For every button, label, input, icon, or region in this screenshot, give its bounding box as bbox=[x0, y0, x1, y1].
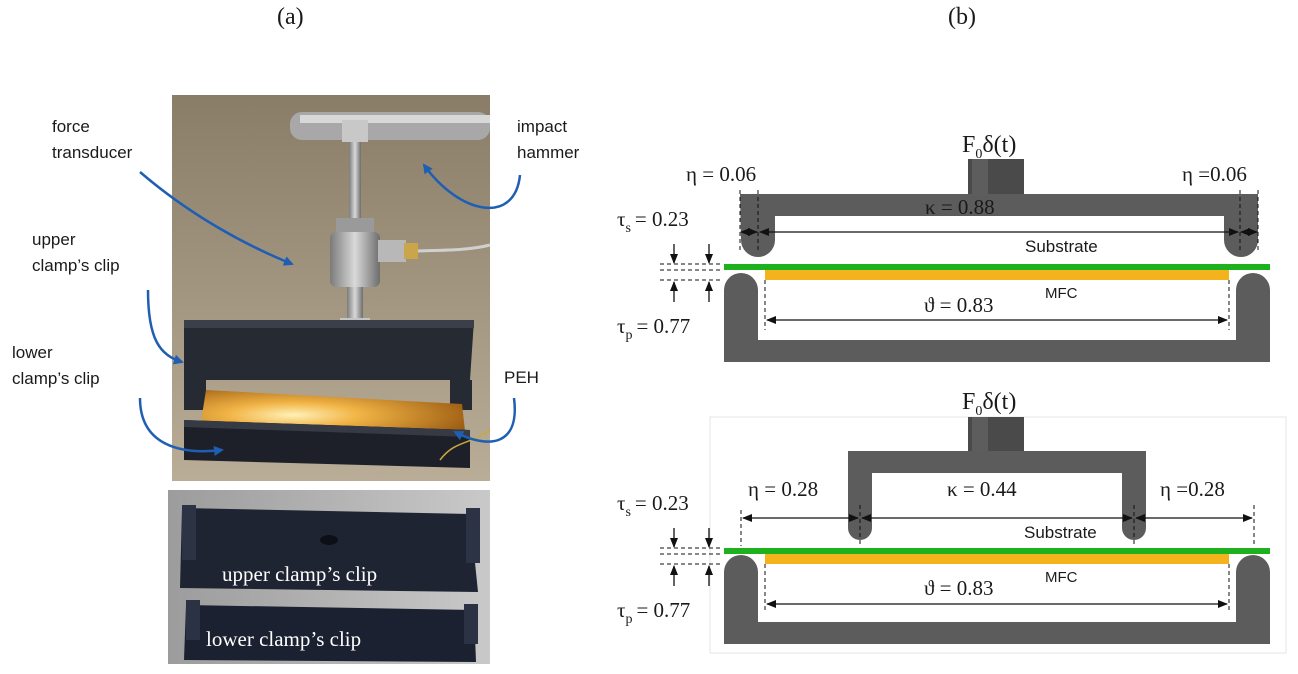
panel-a-label: (a) bbox=[277, 4, 304, 30]
tau-s-bottom: τs= 0.23 bbox=[617, 491, 689, 520]
schematic-bottom: F0δ(t) η = 0.28 η =0.28 κ = 0.44 Substra… bbox=[617, 389, 1287, 654]
mfc-layer-bottom bbox=[765, 554, 1229, 564]
upper-clip-photo bbox=[184, 320, 474, 380]
lower-clamp-bottom bbox=[724, 555, 1270, 644]
eta-left-top: η = 0.06 bbox=[686, 162, 756, 186]
kappa-label-bottom: κ = 0.44 bbox=[947, 477, 1017, 501]
tau-p-bottom: τp= 0.77 bbox=[617, 598, 690, 627]
substrate-layer-top bbox=[724, 264, 1270, 270]
caption-lower-clip: lower clamp’s clip bbox=[206, 627, 361, 651]
lower-clamp-top bbox=[724, 273, 1270, 362]
caption-upper-clip: upper clamp’s clip bbox=[222, 562, 377, 586]
theta-label-top: ϑ = 0.83 bbox=[924, 293, 994, 317]
mfc-layer-top bbox=[765, 270, 1229, 280]
label-impact: impact bbox=[517, 117, 567, 136]
tau-s-top: τs= 0.23 bbox=[617, 207, 689, 236]
label-lower: lower bbox=[12, 343, 53, 362]
photo-clips: upper clamp’s clip lower clamp’s clip bbox=[168, 490, 490, 664]
substrate-label-top: Substrate bbox=[1025, 237, 1098, 256]
substrate-layer-bottom bbox=[724, 548, 1270, 554]
panel-b-label: (b) bbox=[948, 4, 976, 30]
mfc-label-top: MFC bbox=[1045, 285, 1078, 302]
eta-right-top: η =0.06 bbox=[1182, 162, 1247, 186]
mfc-label-bottom: MFC bbox=[1045, 569, 1078, 586]
arrow-peh bbox=[453, 397, 517, 443]
upper-clamp-bottom bbox=[848, 451, 1146, 540]
label-transducer: transducer bbox=[52, 143, 133, 162]
label-lower-clip: clamp’s clip bbox=[12, 369, 100, 388]
label-force: force bbox=[52, 117, 90, 136]
substrate-label-bottom: Substrate bbox=[1024, 523, 1097, 542]
arrow-impact-hammer bbox=[422, 163, 522, 210]
label-upper-clip: clamp’s clip bbox=[32, 256, 120, 275]
theta-label-bottom: ϑ = 0.83 bbox=[924, 576, 994, 600]
kappa-label-top: κ = 0.88 bbox=[925, 195, 995, 219]
lower-clip-part bbox=[184, 605, 476, 662]
force-transducer bbox=[330, 232, 380, 287]
force-label-top: F0δ(t) bbox=[962, 132, 1016, 162]
eta-left-bottom: η = 0.28 bbox=[748, 477, 818, 501]
arrow-force-transducer bbox=[139, 171, 294, 266]
arrow-lower-clip bbox=[138, 397, 224, 456]
label-upper: upper bbox=[32, 230, 76, 249]
upper-clamp-top bbox=[740, 194, 1258, 257]
eta-right-bottom: η =0.28 bbox=[1160, 477, 1225, 501]
label-hammer: hammer bbox=[517, 143, 580, 162]
upper-clip-part bbox=[180, 508, 478, 592]
arrow-upper-clip bbox=[146, 289, 184, 365]
schematic-top: F0δ(t) η = 0.06 η =0.06 κ = 0.88 Substra… bbox=[617, 132, 1270, 362]
force-label-bottom: F0δ(t) bbox=[962, 389, 1016, 419]
tau-p-top: τp= 0.77 bbox=[617, 314, 690, 343]
label-peh: PEH bbox=[504, 368, 539, 387]
threaded-rod bbox=[349, 140, 361, 235]
callouts: force transducer impact hammer upper cla… bbox=[12, 117, 580, 456]
photo-main bbox=[172, 95, 491, 481]
